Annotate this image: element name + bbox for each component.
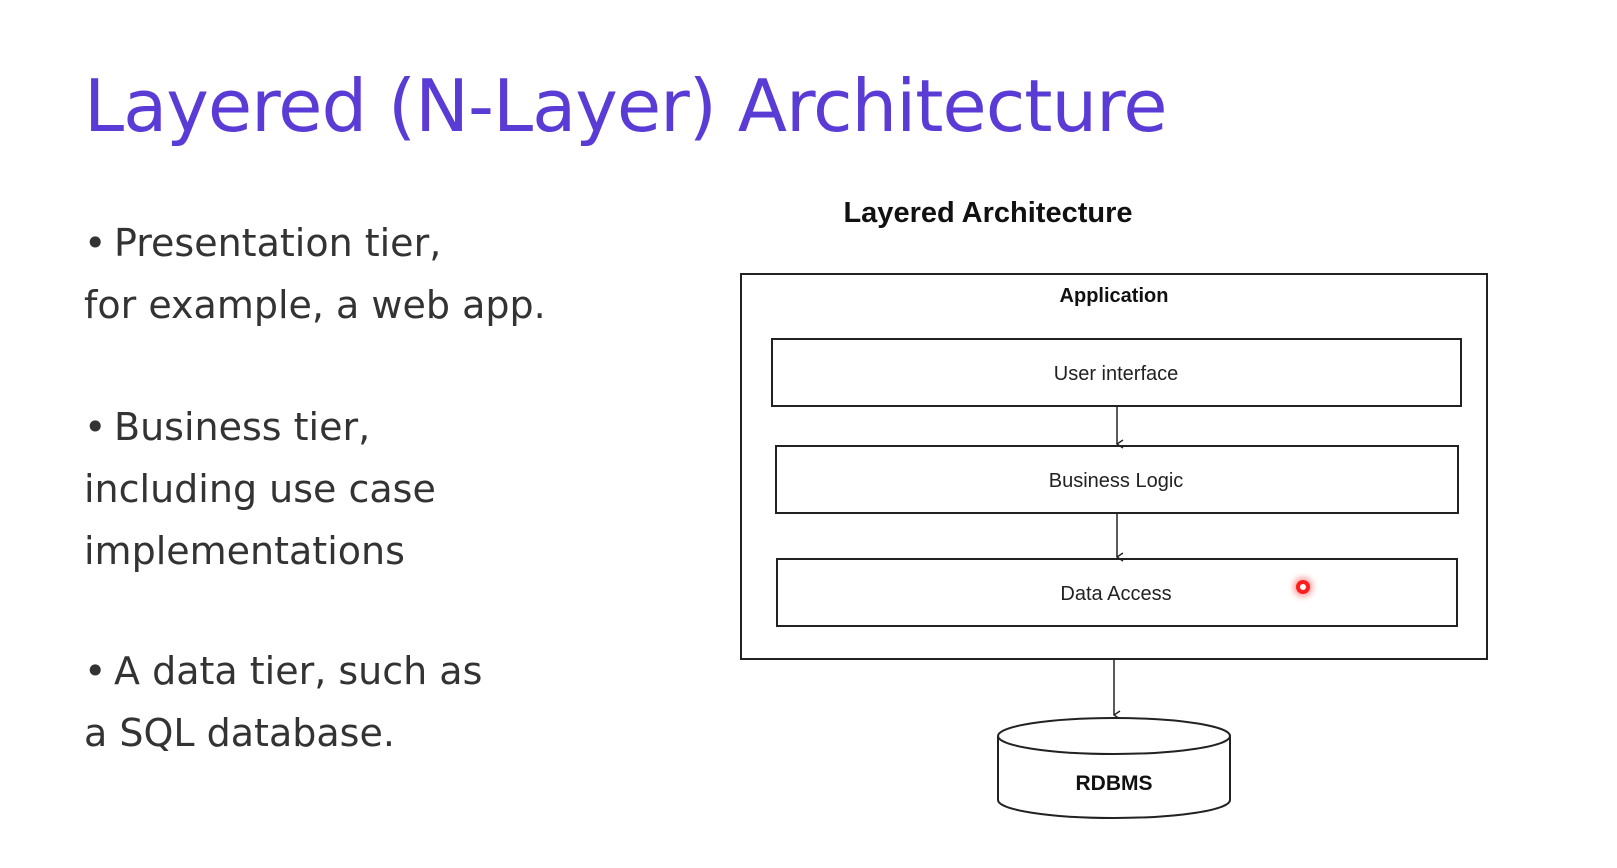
- diagram-title: Layered Architecture: [843, 197, 1132, 229]
- application-container: [740, 273, 1488, 660]
- bullet-line: including use case: [84, 467, 436, 511]
- database-cylinder: [997, 717, 1231, 819]
- layer-data-access-box: [776, 558, 1458, 627]
- bullet-line: implementations: [84, 529, 405, 573]
- laser-pointer-cursor: [1296, 580, 1310, 594]
- bullet-presentation-tier: •Presentation tier, for example, a web a…: [84, 212, 546, 336]
- slide-title: Layered (N-Layer) Architecture: [84, 64, 1167, 148]
- bullet-line: Business tier,: [114, 405, 371, 449]
- layer-user-interface-label: User interface: [1054, 363, 1179, 385]
- bullet-line: for example, a web app.: [84, 283, 546, 327]
- bullet-line: A data tier, such as: [114, 649, 483, 693]
- layer-user-interface-box: [771, 338, 1462, 407]
- bullet-data-tier: •A data tier, such as a SQL database.: [84, 640, 482, 764]
- bullet-marker: •: [84, 649, 107, 693]
- bullet-line: a SQL database.: [84, 711, 395, 755]
- bullet-marker: •: [84, 405, 107, 449]
- bullet-line: Presentation tier,: [114, 221, 442, 265]
- application-label: Application: [1060, 285, 1169, 307]
- layer-business-logic-label: Business Logic: [1049, 470, 1184, 492]
- layer-data-access-label: Data Access: [1060, 583, 1171, 605]
- database-label: RDBMS: [1076, 772, 1153, 795]
- layer-business-logic-box: [775, 445, 1459, 514]
- bullet-marker: •: [84, 221, 107, 265]
- bullet-business-tier: •Business tier, including use case imple…: [84, 396, 436, 582]
